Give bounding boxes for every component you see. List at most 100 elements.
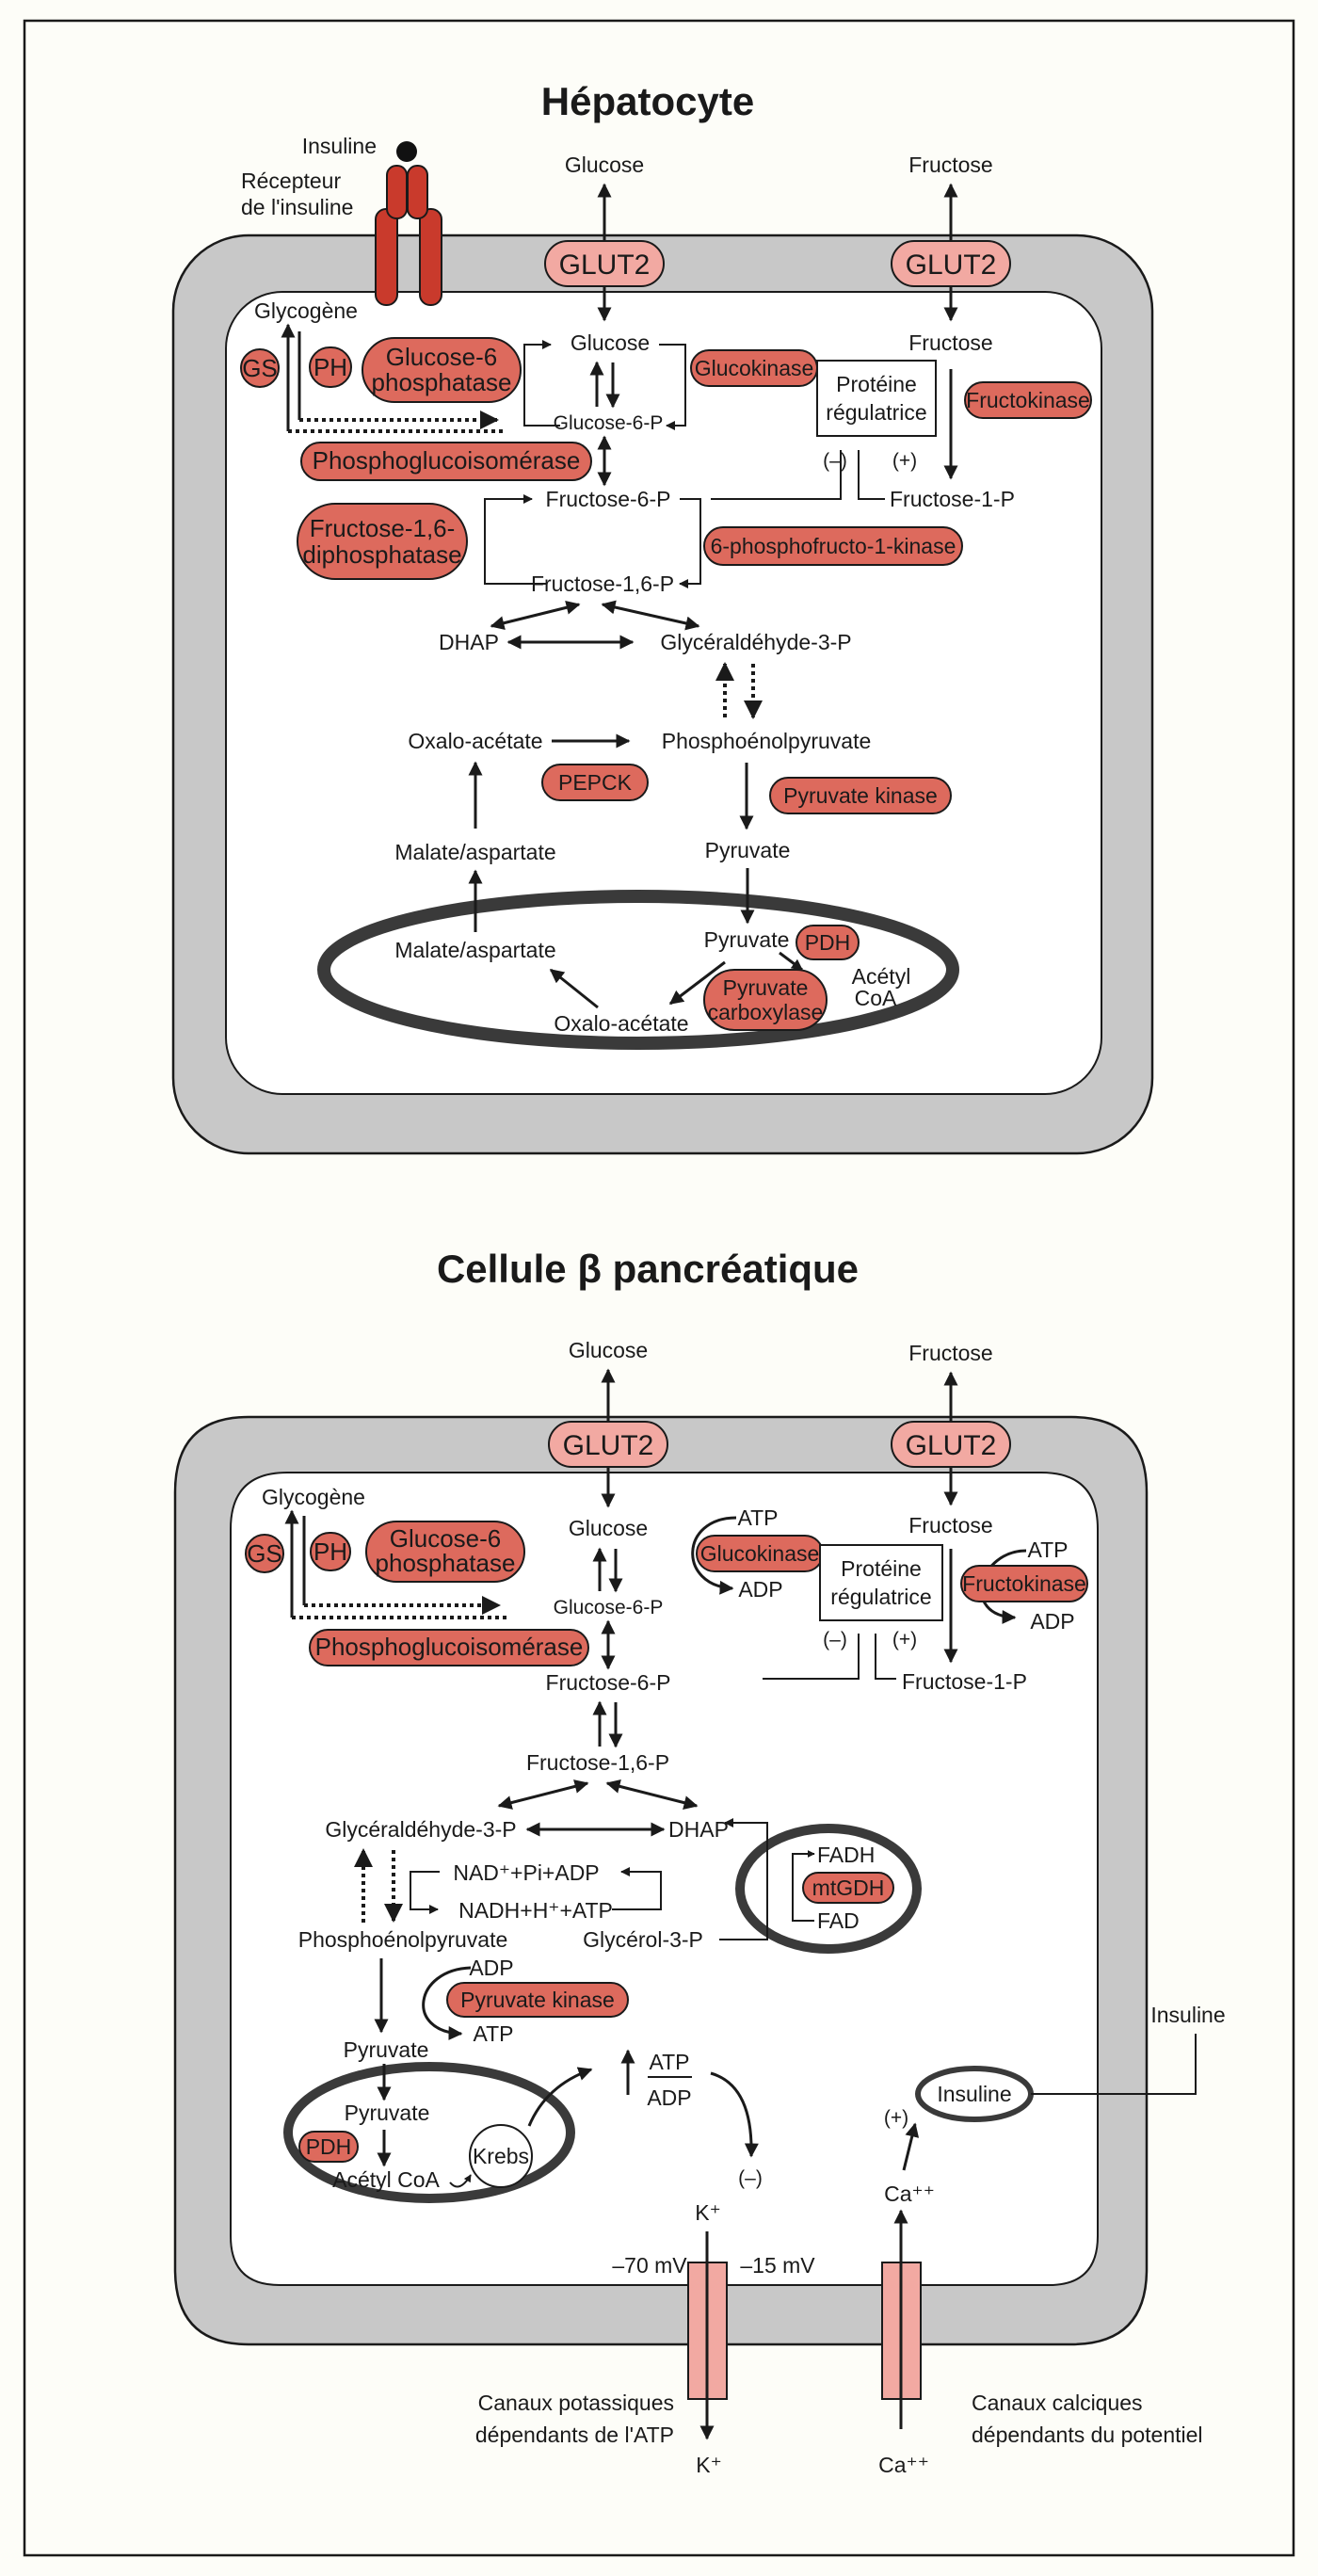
pyruvate-kinase-label: Pyruvate kinase [783, 783, 938, 808]
beta-regulatory-protein-line1: Protéine [841, 1556, 922, 1581]
beta-mtgdh-label: mtGDH [812, 1876, 885, 1900]
beta-mv-right-label: –15 mV [740, 2253, 815, 2278]
beta-fructose-1-p-label: Fructose-1-P [902, 1669, 1027, 1694]
glucose-intracellular-label: Glucose [571, 330, 650, 355]
f16p-dhap-arrow [490, 600, 581, 631]
f16p-g3p-arrow [601, 600, 700, 631]
dhap-label: DHAP [439, 630, 499, 654]
beta-glycogen-label: Glycogène [262, 1485, 365, 1509]
pdh-label: PDH [805, 930, 851, 955]
g6pase-label-line1: Glucose-6 [386, 343, 498, 371]
pyruvate-label: Pyruvate [705, 838, 791, 862]
enzyme-gs [240, 348, 280, 388]
enzyme-pepck [541, 764, 649, 801]
glucose-6-p-label: Glucose-6-P [554, 412, 664, 434]
beta-glycerol3p-to-dhap-arrow [719, 1818, 768, 1940]
beta-glucokinase-label: Glucokinase [700, 1541, 820, 1566]
enzyme-ph [309, 346, 352, 388]
fructose-6-p-label: Fructose-6-P [546, 487, 671, 511]
fructose-1-p-label: Fructose-1-P [890, 487, 1015, 511]
beta-fructose-6-p-label: Fructose-6-P [546, 1670, 671, 1695]
beta-fad-to-fadh-arrow [792, 1850, 815, 1922]
beta-nadh-label: NADH+H⁺+ATP [458, 1898, 613, 1923]
insulin-label: Insuline [302, 134, 377, 158]
beta-glycerol-3-p-label: Glycérol-3-P [583, 1927, 703, 1952]
g6pase-label-line2: phosphatase [372, 368, 512, 396]
beta-gk-adp-label: ADP [738, 1577, 782, 1602]
beta-acetylcoa-to-krebs-arrow [449, 2174, 472, 2188]
f6p-inhibition-line [711, 450, 842, 500]
beta-pep-label: Phosphoénolpyruvate [298, 1927, 508, 1952]
beta-fructose-intracellular-label: Fructose [908, 1513, 992, 1538]
beta-glut2-left-label: GLUT2 [563, 1430, 654, 1461]
fructose-intracellular-label: Fructose [908, 330, 992, 355]
pyruvate-to-acetylcoa-arrow [779, 951, 803, 972]
glucokinase-label: Glucokinase [695, 356, 814, 380]
beta-ca-out-label: Ca⁺⁺ [878, 2453, 929, 2477]
beta-gk-atp-adp-arrow [691, 1516, 737, 1595]
beta-glucose-extracellular-label: Glucose [569, 1338, 648, 1362]
beta-gk-atp-label: ATP [737, 1505, 778, 1530]
mito-oxaloacetate-label: Oxalo-acétate [554, 1011, 688, 1036]
fbpase-label-line1: Fructose-1,6- [310, 514, 456, 542]
enzyme-pyruvate-kinase [769, 777, 952, 814]
beta-fk-atp-label: ATP [1027, 1538, 1068, 1562]
beta-insulin-secretion-line [1031, 2034, 1197, 2095]
beta-fructokinase-label: Fructokinase [962, 1571, 1086, 1596]
beta-enzyme-mtgdh [802, 1872, 894, 1904]
beta-nadh-to-nad-arrow [612, 1867, 662, 1910]
beta-f16p-dhap-arrow [605, 1779, 699, 1810]
beta-f1p-activation-line [875, 1634, 896, 1680]
beta-ca-plus-label: (+) [884, 2107, 908, 2129]
glut2-left-label: GLUT2 [559, 250, 651, 281]
enzyme-pdh [796, 925, 860, 960]
oaa-to-malate-arrow [549, 968, 599, 1009]
beta-ph-label: PH [313, 1538, 347, 1566]
enzyme-6-phosphofructo-1-kinase [703, 526, 963, 566]
beta-mito-pyruvate-label: Pyruvate [345, 2101, 430, 2125]
beta-pdh-label: PDH [306, 2134, 352, 2159]
g6pase-bypass-arrow [523, 340, 560, 427]
beta-insulin-granule-label: Insuline [937, 2082, 1011, 2106]
regulatory-minus-label: (–) [823, 450, 847, 472]
beta-pgi-label: Phosphoglucoisomérase [315, 1633, 584, 1661]
beta-fadh-label: FADH [817, 1843, 875, 1867]
figure-frame [23, 19, 1295, 2557]
glucose-extracellular-label: Glucose [565, 153, 644, 177]
glycogen-label: Glycogène [254, 298, 358, 323]
enzyme-fructokinase [964, 381, 1092, 419]
ca-channel-label-line2: dépendants du potentiel [972, 2423, 1203, 2447]
pfk-bypass-arrow [679, 498, 701, 588]
beta-enzyme-ph [310, 1532, 351, 1571]
ca-channel-label-line1: Canaux calciques [972, 2391, 1143, 2415]
beta-nad-to-nadh-arrow [410, 1871, 440, 1914]
enzyme-pyruvate-carboxylase [703, 969, 828, 1031]
glut2-transporter-left [544, 240, 665, 287]
enzyme-fructose-1-6-diphosphatase [297, 503, 468, 580]
beta-ratio-atp-label: ATP [649, 2050, 689, 2074]
glut2-transporter-right [891, 240, 1011, 287]
ph-label: PH [313, 353, 347, 381]
beta-katp-minus-label: (–) [738, 2167, 763, 2189]
beta-f16p-g3p-arrow [497, 1779, 589, 1810]
beta-pk-adp-atp-arrow [422, 1966, 472, 2041]
beta-insulin-out-label: Insuline [1150, 2003, 1225, 2027]
pyruvate-carboxylase-line2: carboxylase [708, 1000, 824, 1024]
beta-k-in-label: K⁺ [695, 2200, 720, 2225]
beta-enzyme-gs [245, 1534, 284, 1573]
beta-fructose-extracellular-label: Fructose [908, 1341, 992, 1365]
beta-atp-inhibits-katp-arrow [710, 2071, 759, 2158]
beta-ca-stimulates-arrow [902, 2122, 920, 2171]
mito-malate-aspartate-label: Malate/aspartate [394, 938, 555, 962]
beta-fk-adp-label: ADP [1030, 1609, 1074, 1634]
beta-regulatory-minus-label: (–) [823, 1629, 847, 1650]
glut2-right-label: GLUT2 [906, 250, 997, 281]
beta-glut2-transporter-left [548, 1421, 668, 1468]
pep-label: Phosphoénolpyruvate [662, 729, 872, 753]
beta-krebs-label: Krebs [473, 2144, 529, 2168]
pepck-label: PEPCK [558, 770, 633, 795]
regulatory-plus-label: (+) [892, 450, 917, 472]
acetyl-coa-line2: CoA [855, 986, 897, 1010]
beta-fructose-1-6-p-label: Fructose-1,6-P [526, 1750, 669, 1775]
beta-glut2-right-label: GLUT2 [906, 1430, 997, 1461]
